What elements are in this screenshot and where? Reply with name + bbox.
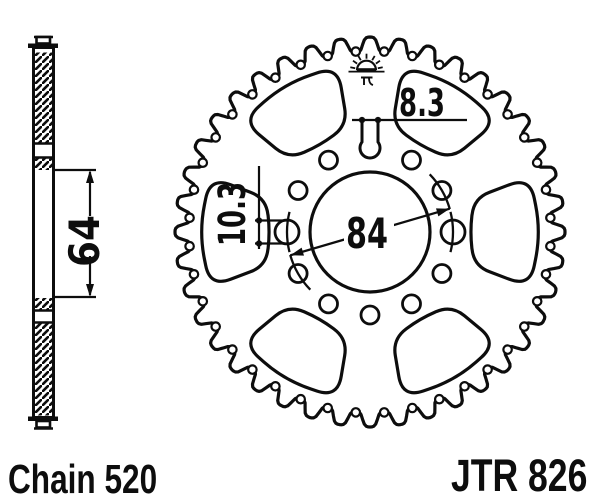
dim-bolt-hole-diameter: 10.3 — [211, 182, 254, 246]
part-number-label: JTR 826 — [451, 450, 588, 499]
sprocket-front-view — [173, 35, 567, 429]
sprocket-side-view — [28, 35, 96, 430]
chain-size-label: Chain 520 — [8, 456, 158, 499]
dim-hub-length: 64 — [60, 215, 109, 267]
dim-bolt-circle-diameter: 84 — [346, 209, 388, 258]
dim-slot-width: 8.3 — [399, 81, 445, 125]
jt-rising-sun-logo-icon — [348, 53, 385, 86]
